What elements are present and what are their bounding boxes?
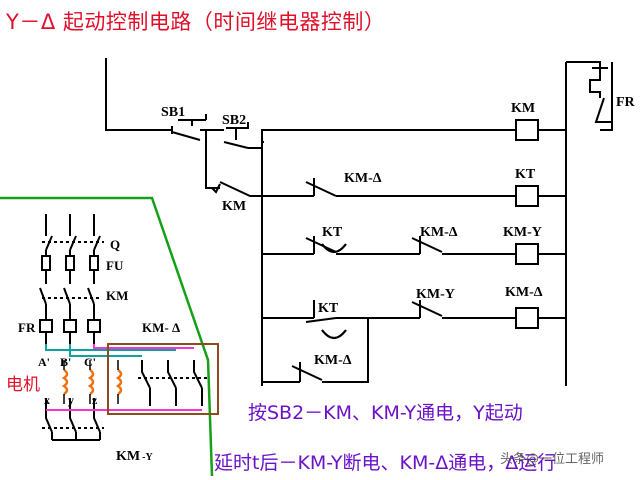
caption-line-2: 延时t后－KM-Y断电、KM-Δ通电，Δ运行 <box>214 452 557 474</box>
motor-label-fr: FR <box>18 320 36 335</box>
rung-kt <box>262 178 516 197</box>
km-delta-coil <box>515 307 539 329</box>
motor-label-y: y <box>68 393 74 407</box>
watermark: 头条@一位工程师 <box>500 452 605 467</box>
caption-line-1: 按SB2－KM、KM-Y通电，Y起动 <box>248 402 523 424</box>
motor-label-motor: 电机 <box>6 375 40 395</box>
motor-circuit <box>39 214 210 441</box>
motor-label-q: Q <box>110 237 120 252</box>
diagram-title: Y－Δ 起动控制电路（时间继电器控制） <box>6 10 386 34</box>
label-kt-nc: KT <box>322 225 343 240</box>
fr-overload-contact <box>566 61 613 131</box>
label-km-y-nc: KM-Y <box>416 287 455 302</box>
label-km-delta-nc1: KM-Δ <box>344 171 382 186</box>
km-coil <box>515 119 539 141</box>
main-rung <box>261 129 516 142</box>
motor-label-km-y: KM-Y <box>116 449 153 464</box>
label-kt-coil: KT <box>515 167 536 182</box>
left-rail <box>105 58 162 131</box>
motor-windings <box>61 368 123 396</box>
label-km-hold: KM <box>222 199 246 214</box>
rung-km-y <box>262 236 516 255</box>
teal-wire <box>45 344 176 357</box>
delta-frame <box>107 343 219 415</box>
label-km-coil: KM <box>511 101 535 116</box>
rung-km-delta <box>262 300 516 323</box>
motor-label-fu: FU <box>106 258 124 273</box>
label-sb2: SB2 <box>222 113 246 128</box>
label-fr: FR <box>616 95 636 110</box>
label-km-delta-hold: KM-Δ <box>314 353 352 368</box>
label-kt-no: KT <box>318 301 339 316</box>
label-km-y-coil: KM-Y <box>503 225 542 240</box>
pink-wire <box>46 344 202 411</box>
rung-km-delta-hold <box>262 318 369 383</box>
motor-label-a: A' <box>38 355 50 369</box>
label-km-delta-coil: KM-Δ <box>505 285 543 300</box>
motor-label-c: C' <box>84 355 96 369</box>
kt-coil <box>515 185 539 207</box>
motor-label-b: B' <box>60 355 71 369</box>
label-km-delta-nc2: KM-Δ <box>420 225 458 240</box>
green-highlight-line <box>0 196 214 477</box>
motor-label-z: z <box>92 393 98 407</box>
km-y-coil <box>515 243 539 265</box>
motor-label-x: x <box>44 393 50 407</box>
motor-label-km: KM <box>106 288 128 303</box>
label-sb1: SB1 <box>161 105 185 120</box>
motor-label-km-delta: KM- Δ <box>142 320 180 335</box>
